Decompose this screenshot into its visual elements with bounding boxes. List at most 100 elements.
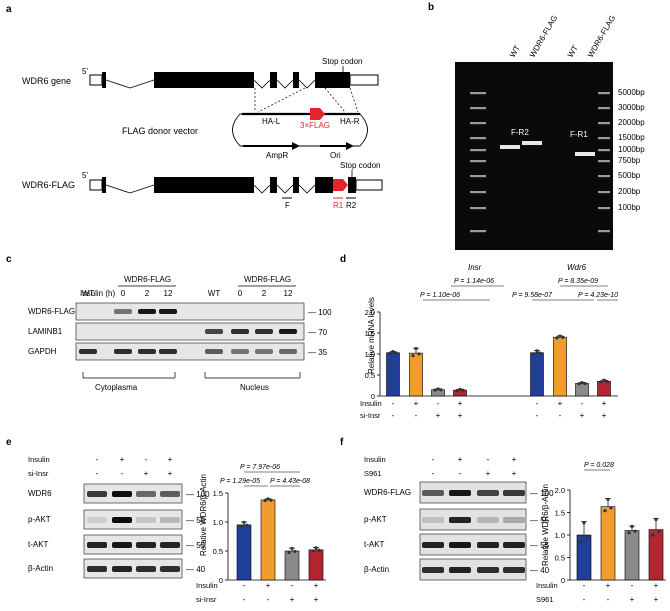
blot-band — [422, 567, 444, 573]
ladder-band-left — [470, 107, 486, 110]
exon-4 — [293, 72, 299, 88]
blot-band — [112, 542, 132, 548]
blot-band — [136, 491, 156, 497]
intron-4 — [298, 79, 316, 89]
ladder-label: 100bp — [618, 203, 641, 212]
ladder-label: 3000bp — [618, 103, 645, 112]
data-point — [245, 523, 249, 527]
primer-r1-label: R1 — [333, 201, 344, 210]
mw-marker: — 70 — [308, 328, 328, 337]
data-point — [242, 520, 246, 524]
lane-label-4: WDR6-FLAG — [586, 14, 617, 59]
exon-2 — [154, 72, 254, 88]
blot-band — [160, 517, 180, 523]
y-tick-label: 2.0 — [555, 486, 565, 495]
data-point — [627, 531, 631, 535]
blot-band — [449, 490, 471, 496]
y-tick-label: 0 — [219, 576, 223, 585]
blot-band — [87, 566, 107, 572]
ha-l-label: HA-L — [262, 117, 281, 126]
ladder-band-left — [470, 122, 486, 125]
f-blot-row-s961: S961 — [364, 469, 382, 478]
sign-insulin: - — [145, 455, 148, 464]
blot-band — [205, 329, 223, 334]
sign-insulin: - — [291, 581, 294, 590]
data-point — [433, 388, 437, 392]
ladder-band-right — [598, 230, 610, 233]
y-tick-label: 2.0 — [365, 308, 375, 317]
blot-band — [87, 542, 107, 548]
utr-3-box — [349, 74, 379, 86]
ori-label: Ori — [330, 151, 341, 160]
blot-strip — [83, 509, 183, 530]
ladder-label: 200bp — [618, 187, 641, 196]
gene-label: WDR6 gene — [22, 76, 71, 86]
mw-marker: — 100 — [186, 490, 210, 499]
blot-band — [279, 349, 297, 354]
blot-band — [79, 349, 97, 354]
allele-label: WDR6-FLAG — [22, 180, 75, 190]
e-row-insulin: Insulin — [196, 581, 218, 590]
blot-band — [138, 349, 156, 354]
ladder-band-left — [470, 137, 486, 140]
mw-marker: — 55 — [530, 516, 550, 525]
sign-sirna: - — [96, 469, 99, 478]
sign-insulin: + — [458, 455, 463, 464]
d-group-insr: Insr — [468, 263, 482, 272]
data-point — [532, 352, 536, 356]
lane-label: WT — [82, 289, 95, 298]
sign-insulin: - — [96, 455, 99, 464]
ladder-band-right — [598, 107, 610, 110]
y-tick-label: 0.5 — [555, 554, 565, 563]
band-flag-fr2 — [522, 141, 542, 145]
ladder-band-left — [470, 149, 486, 152]
data-point — [417, 352, 421, 356]
sign-insulin: + — [558, 399, 563, 408]
f-row-insulin: Insulin — [536, 581, 558, 590]
blot-band — [477, 542, 499, 548]
blot-band — [136, 566, 156, 572]
d-pval-1: P = 1.14e-06 — [454, 278, 494, 285]
data-point — [582, 521, 586, 525]
utr-box — [89, 74, 103, 86]
primer-f-label: F — [285, 201, 290, 210]
data-point — [609, 506, 613, 510]
sign-sirna: + — [290, 595, 295, 604]
intron-1 — [105, 79, 155, 89]
e-pval-1: P = 7.97e-06 — [240, 464, 280, 471]
blot-band — [87, 491, 107, 497]
exon-1 — [102, 72, 106, 88]
blot-band — [279, 329, 297, 334]
data-point — [585, 535, 589, 539]
data-point — [630, 524, 634, 529]
blot-strip — [75, 342, 305, 361]
exon-5 — [315, 72, 350, 88]
ampr-label: AmpR — [266, 151, 288, 160]
sign-sirna: + — [458, 411, 463, 420]
intron-3 — [276, 79, 294, 89]
sign-insulin: + — [458, 399, 463, 408]
data-point — [391, 350, 395, 354]
d-pval-3: P = 8.35e-09 — [558, 278, 598, 285]
sign-insulin: + — [314, 581, 319, 590]
blot-band — [114, 349, 132, 354]
sign-sirna: - — [415, 411, 418, 420]
e-chart-signs: -+-+--++ — [243, 581, 319, 604]
ori-arrow — [346, 142, 354, 150]
lane-label: 12 — [284, 289, 293, 298]
blot-band — [477, 490, 499, 496]
panel-label-e: e — [6, 437, 12, 448]
blot-row-label: WDR6-FLAG — [364, 488, 411, 497]
sign-sirna: - — [243, 595, 246, 604]
ladder-label: 1000bp — [618, 145, 645, 154]
blot-band — [503, 542, 525, 548]
blot-band — [136, 517, 156, 523]
ladder-band-right — [598, 92, 610, 95]
sign-s961: - — [432, 469, 435, 478]
data-point — [314, 546, 318, 550]
band-label-fr1: F-R1 — [570, 130, 588, 139]
data-point — [599, 380, 603, 384]
